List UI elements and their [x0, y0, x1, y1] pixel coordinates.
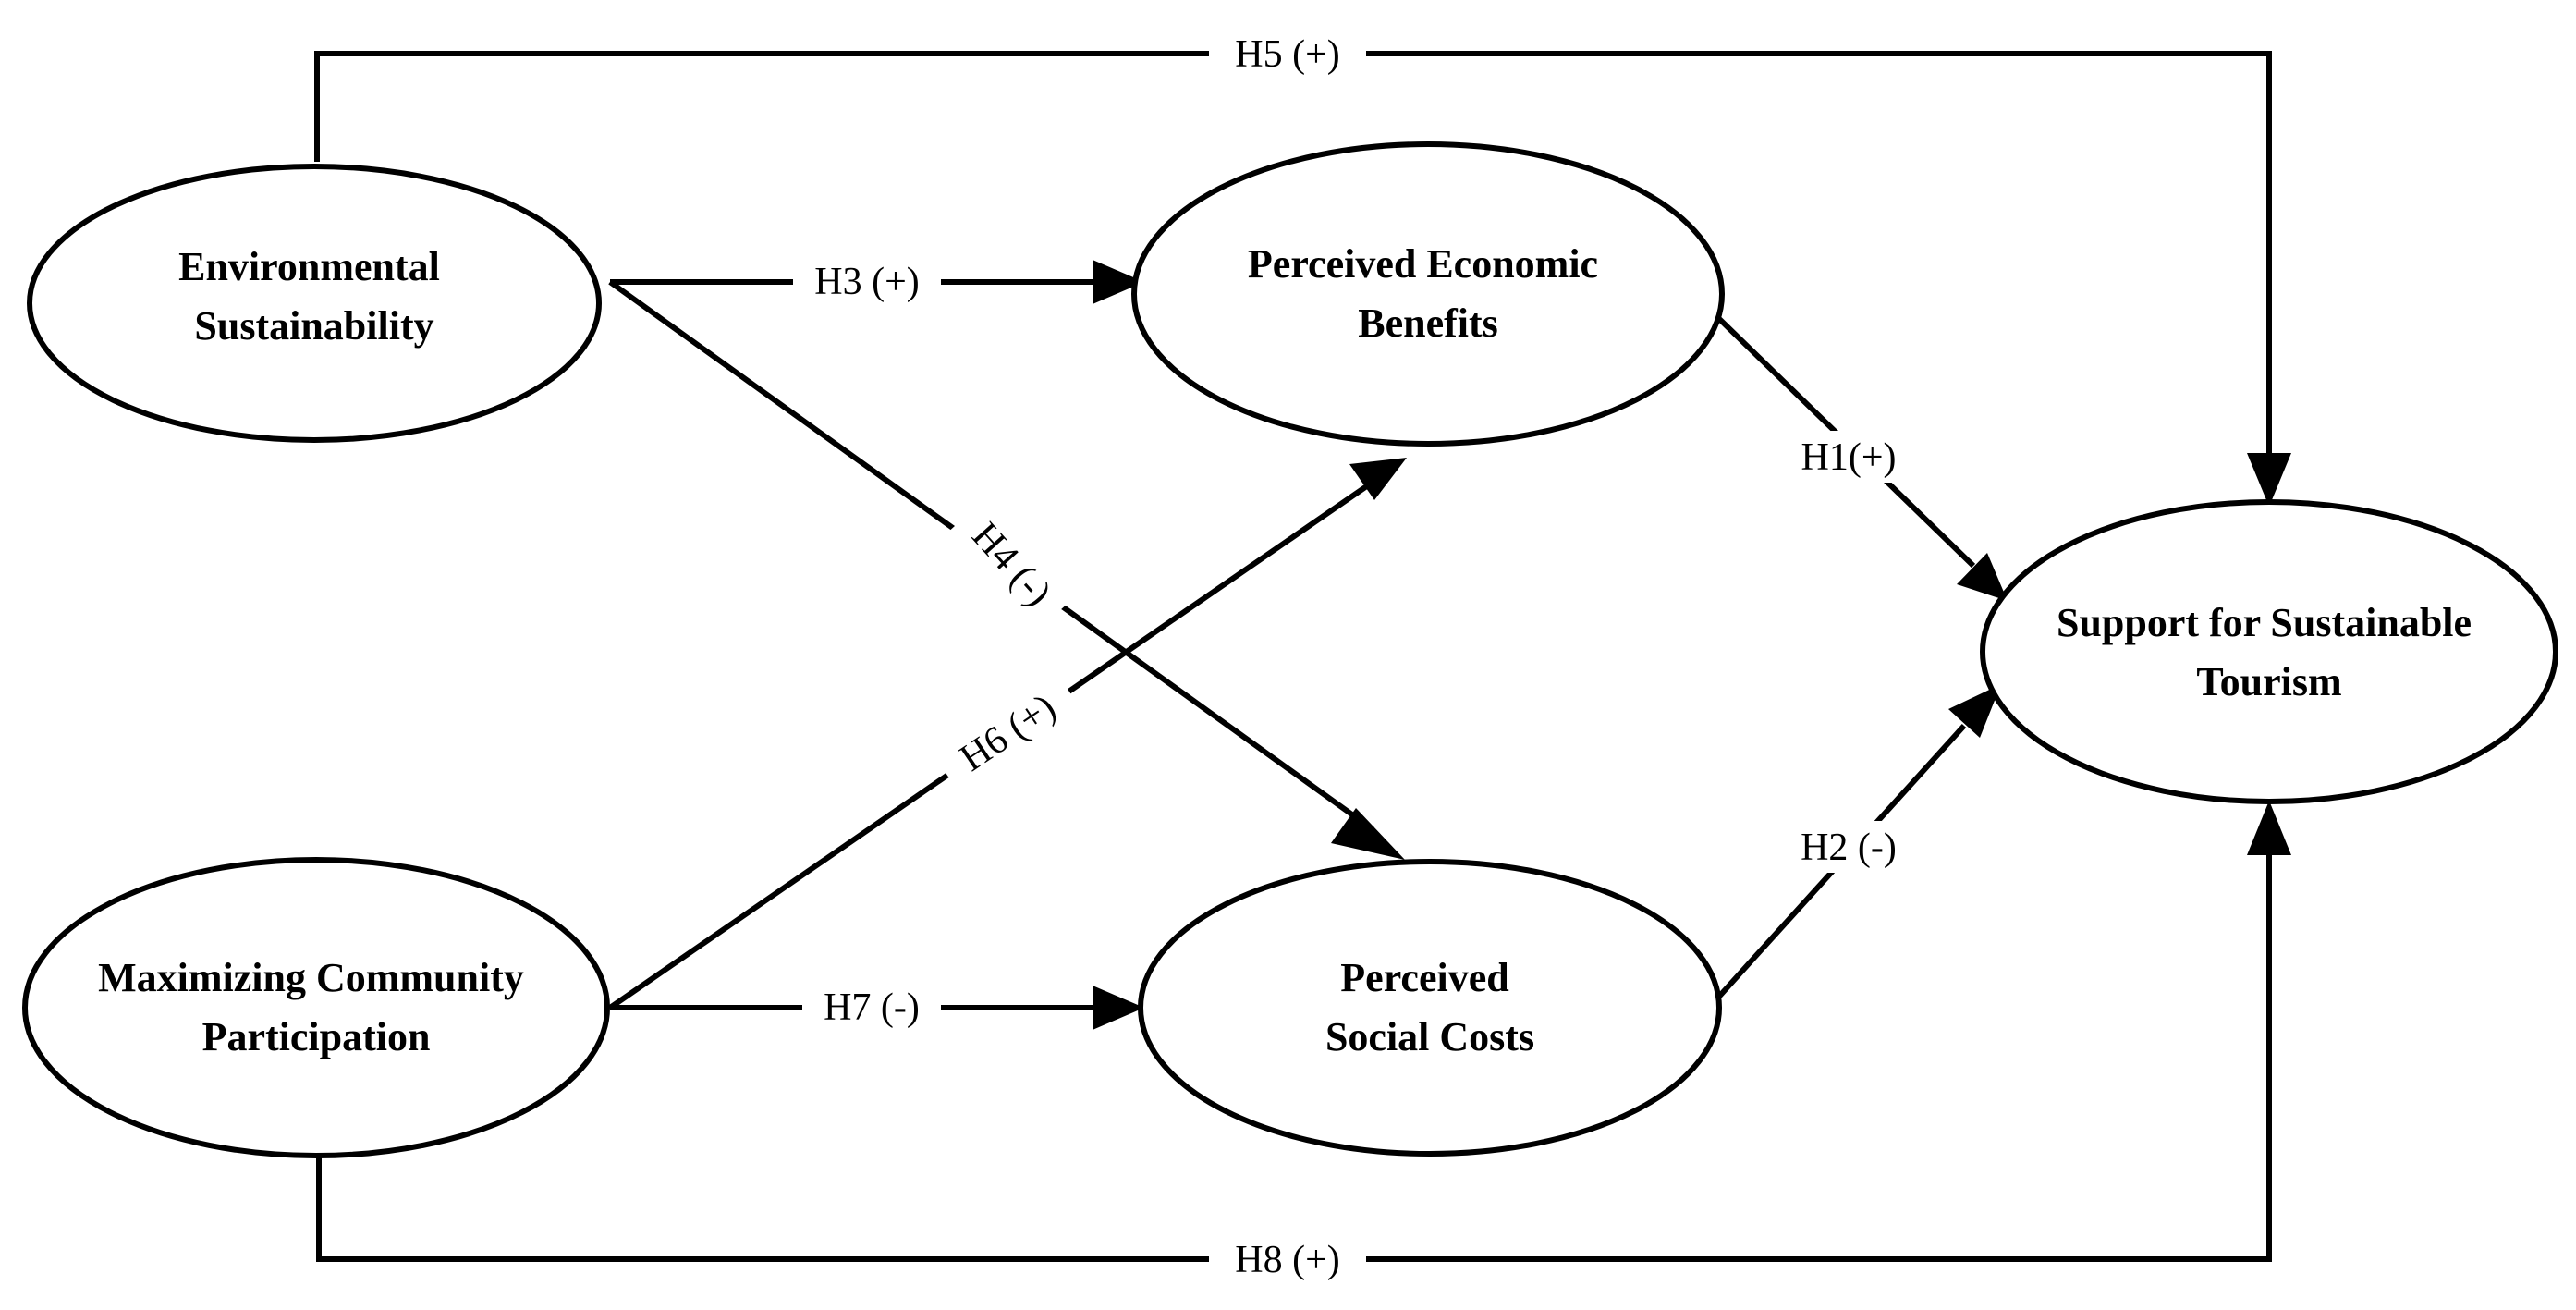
svg-text:Support for Sustainable: Support for Sustainable Tourism [2057, 600, 2482, 704]
node-peb-line-1: Perceived Economic [1248, 241, 1598, 287]
node-sst-line-1: Support for Sustainable [2057, 600, 2472, 645]
edge-h3: H3 (+) [610, 255, 1144, 307]
node-mcp-line-1: Maximizing Community [98, 955, 524, 1000]
node-perceived-economic-benefits: Perceived Economic Benefits [1131, 141, 1725, 447]
node-support-for-sustainable-tourism: Support for Sustainable Tourism [1980, 499, 2558, 804]
svg-text:Maximizing Community Par: Maximizing Community Participation [98, 955, 534, 1059]
edge-label-h5: H5 (+) [1235, 33, 1340, 76]
svg-text:Environmental Sustainabi: Environmental Sustainability [178, 244, 450, 349]
node-maximizing-community-participation: Maximizing Community Participation [22, 857, 610, 1158]
node-sst-line-2: Tourism [2196, 659, 2341, 704]
edge-label-h8: H8 (+) [1235, 1239, 1340, 1281]
edge-h1: H1(+) [1712, 312, 2008, 601]
svg-text:Perceived Economic Benef: Perceived Economic Benefits [1248, 241, 1608, 346]
edge-h7: H7 (-) [610, 981, 1144, 1033]
edge-h8: H8 (+) [316, 801, 2291, 1285]
edge-label-h3: H3 (+) [814, 261, 920, 303]
node-psc-line-2: Social Costs [1325, 1014, 1534, 1059]
node-environmental-sustainability: Environmental Sustainability [27, 164, 602, 443]
edge-label-h1: H1(+) [1801, 436, 1897, 479]
node-mcp-line-2: Participation [202, 1014, 431, 1059]
node-peb-line-2: Benefits [1358, 300, 1498, 346]
edge-label-h7: H7 (-) [824, 986, 920, 1029]
edge-h2: H2 (-) [1715, 684, 2001, 1001]
node-env-line-1: Environmental [178, 244, 440, 289]
node-psc-line-1: Perceived [1340, 955, 1508, 1000]
node-env-line-2: Sustainability [194, 303, 433, 349]
edge-label-h2: H2 (-) [1801, 826, 1897, 869]
edge-h5: H5 (+) [314, 28, 2291, 507]
node-perceived-social-costs: Perceived Social Costs [1138, 859, 1722, 1157]
svg-text:Perceived Social Costs: Perceived Social Costs [1325, 955, 1534, 1059]
